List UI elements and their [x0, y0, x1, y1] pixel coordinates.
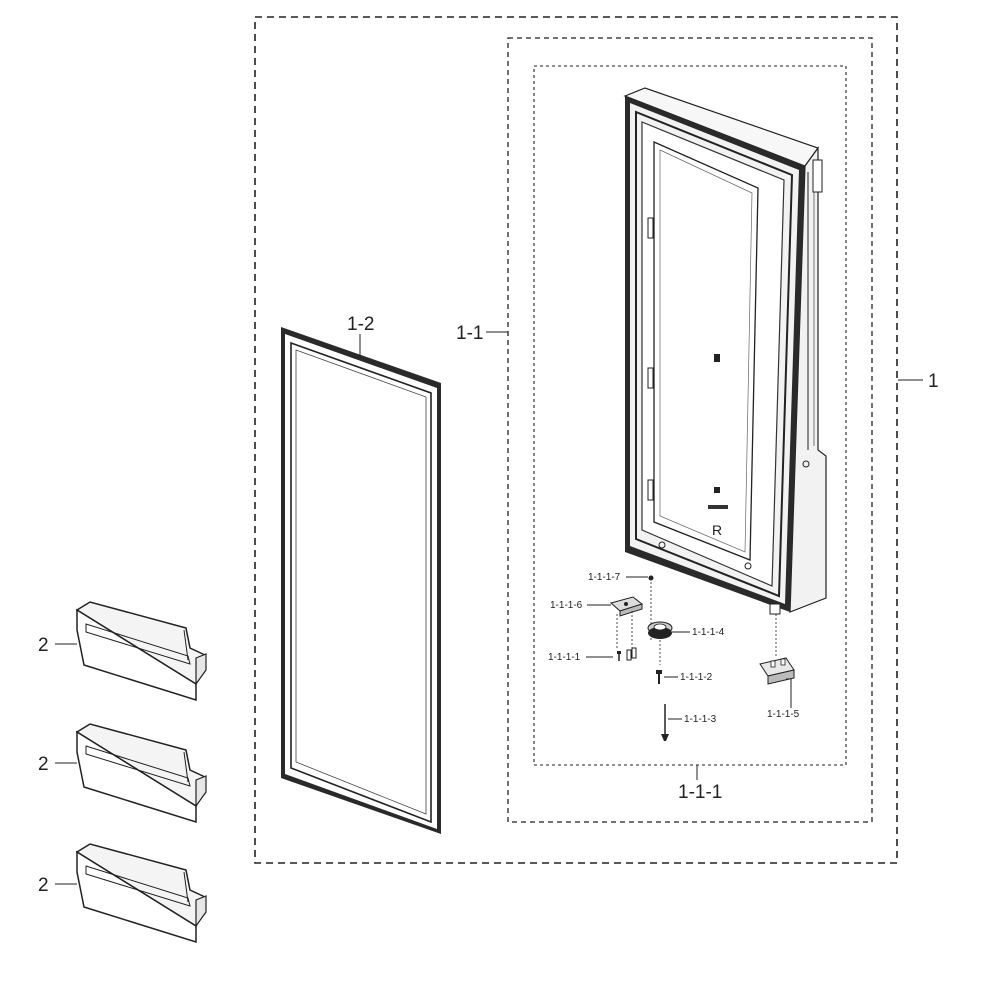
callout-2-bottom: 2	[38, 875, 49, 896]
callout-1-1-1-3: 1-1-1-3	[684, 714, 717, 725]
callout-1-1-1-6: 1-1-1-6	[550, 600, 583, 611]
pin-1-1-1-3-part	[661, 704, 669, 741]
clip-pair-part	[626, 647, 637, 661]
callout-1-1-1: 1-1-1	[678, 782, 722, 803]
door-bin-part	[75, 843, 207, 944]
screw-1-1-1-2-part	[656, 670, 662, 684]
callout-1: 1	[928, 371, 939, 392]
screw-1-1-1-1-part	[617, 651, 621, 661]
callout-1-2: 1-2	[347, 314, 374, 335]
callout-1-1-1-2: 1-1-1-2	[680, 672, 713, 683]
callout-1-1-1-5: 1-1-1-5	[767, 709, 800, 720]
callout-1-1-1-7: 1-1-1-7	[588, 572, 621, 583]
bracket-1-1-1-6-part	[609, 596, 644, 650]
callout-2-middle: 2	[38, 754, 49, 775]
door-liner-part: R	[623, 87, 827, 615]
assembly-1-1-1-boundary	[533, 65, 847, 766]
callout-2-top: 2	[38, 635, 49, 656]
stopper-1-1-1-5-part	[759, 614, 795, 685]
door-bin-part	[75, 723, 207, 824]
door-gasket-part	[281, 327, 441, 834]
hinge-cap-1-1-1-4-part	[647, 621, 673, 665]
callout-1-1: 1-1	[456, 323, 483, 344]
door-side-marking: R	[712, 522, 722, 538]
leader-lines	[55, 331, 923, 885]
callout-1-1-1-1: 1-1-1-1	[548, 652, 581, 663]
assembly-1-1-boundary	[507, 37, 873, 823]
callout-1-1-1-4: 1-1-1-4	[692, 627, 725, 638]
door-bin-part	[75, 601, 207, 702]
